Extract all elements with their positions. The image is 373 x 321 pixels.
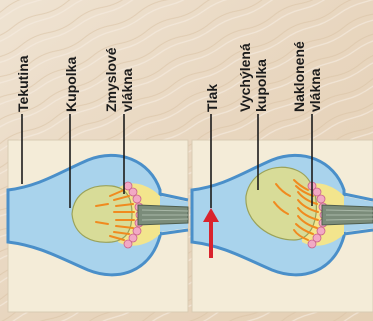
label-fluid: Tekutina	[15, 55, 31, 112]
panel-right	[192, 140, 373, 312]
label-deflected-cupula-line2: kupolka	[253, 59, 269, 112]
panel-left	[8, 140, 188, 312]
label-pressure: Tlak	[204, 84, 220, 112]
label-sensory-fibers-line1: Zmyslové	[103, 47, 119, 112]
label-bent-fibers-line2: vlákna	[307, 68, 323, 112]
label-cupula: Kupolka	[63, 57, 79, 112]
label-bent-fibers-line1: Naklonené	[291, 41, 307, 112]
label-sensory-fibers-line2: vlákna	[119, 68, 135, 112]
label-deflected-cupula-line1: Vychýlená	[237, 43, 253, 112]
